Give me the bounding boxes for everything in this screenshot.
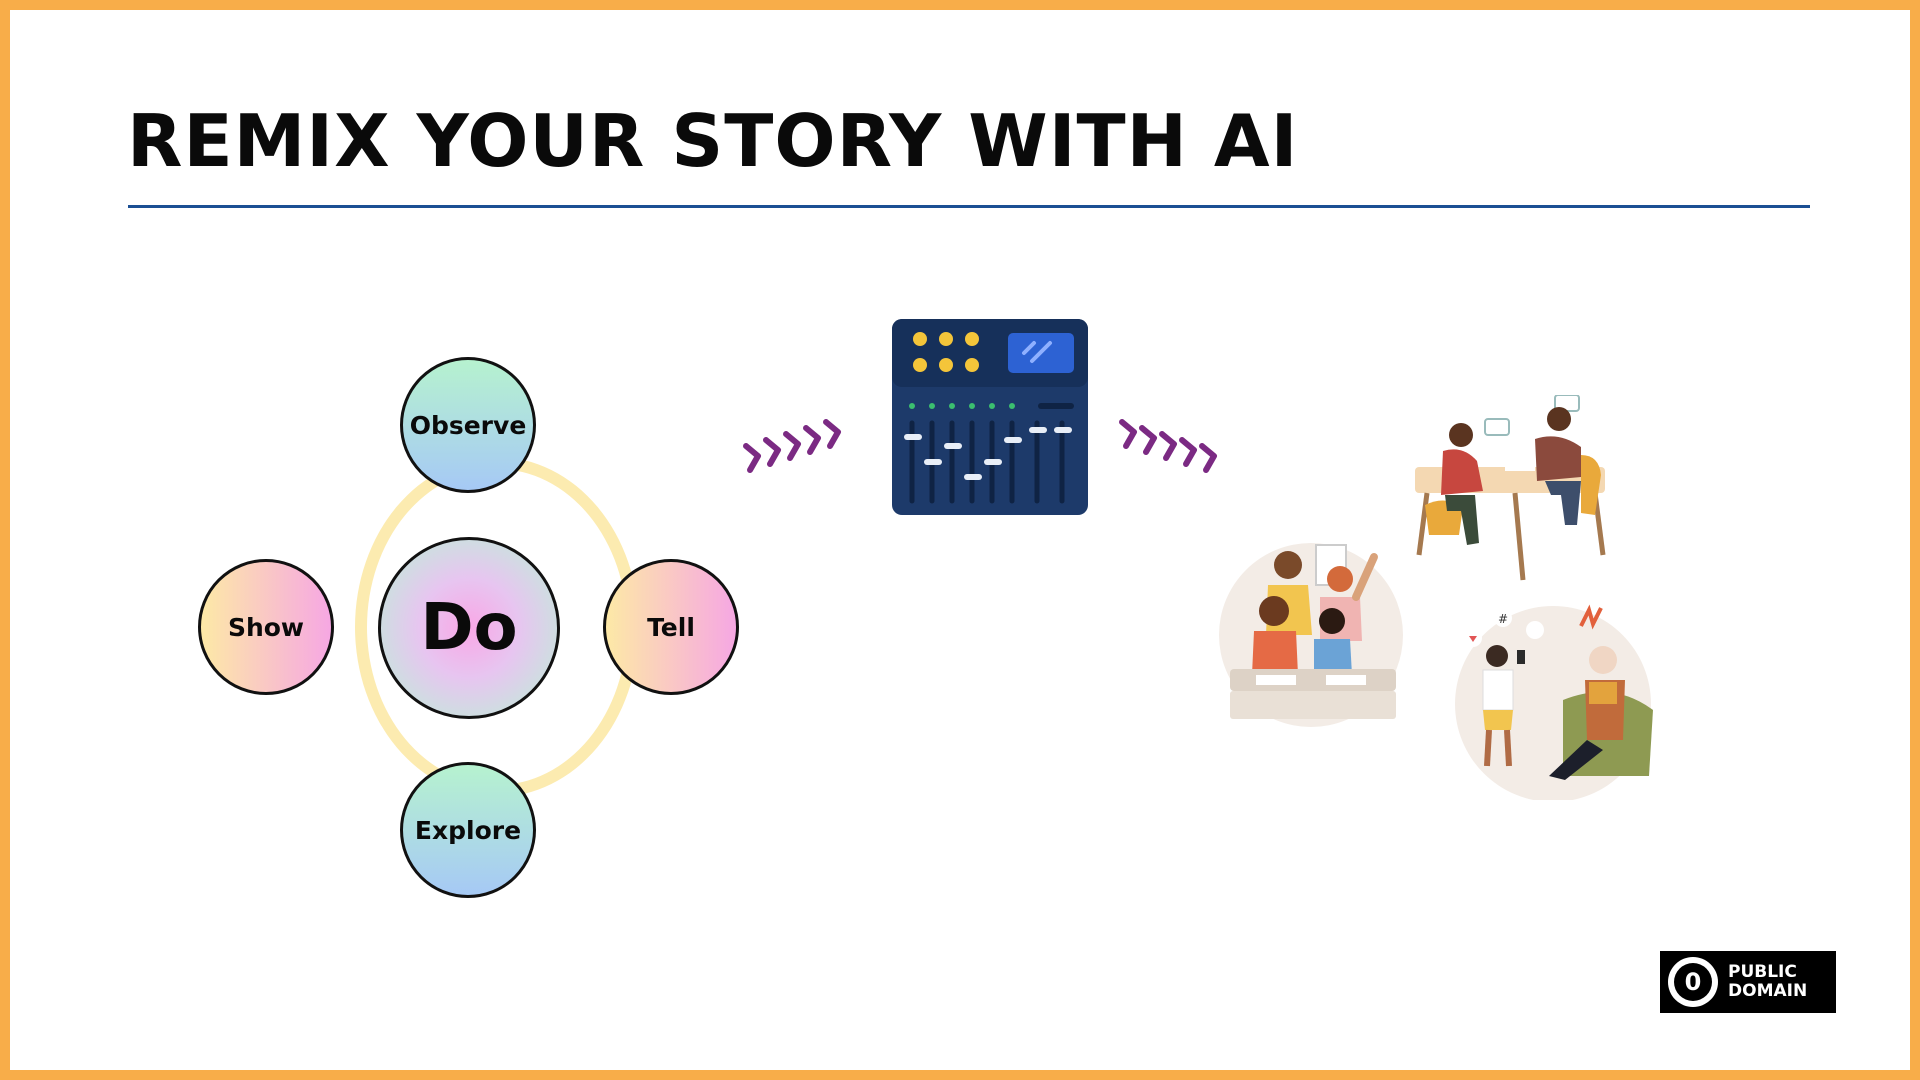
badge-line-2: DOMAIN — [1728, 981, 1808, 1001]
slide-title: REMIX YOUR STORY WITH AI — [127, 99, 1299, 183]
title-divider — [128, 205, 1810, 208]
chevron-arrows-icon — [743, 419, 841, 473]
node-explore: Explore — [400, 762, 536, 898]
badge-line-1: PUBLIC — [1728, 962, 1797, 982]
classroom-illustration — [1219, 543, 1403, 727]
node-tell: Tell — [603, 559, 739, 695]
audio-mixer-icon — [892, 319, 1088, 515]
family-reading-illustration: # — [1455, 604, 1653, 800]
center-node-do: Do — [378, 537, 560, 719]
chevron-arrows-icon — [1119, 419, 1217, 473]
node-show: Show — [198, 559, 334, 695]
zero-symbol: 0 — [1674, 963, 1712, 1001]
public-domain-zero-icon: 0 — [1668, 957, 1718, 1007]
meeting-illustration — [1415, 395, 1606, 581]
public-domain-badge: 0 PUBLIC DOMAIN — [1660, 951, 1836, 1013]
svg-text:#: # — [1498, 612, 1508, 626]
node-observe: Observe — [400, 357, 536, 493]
